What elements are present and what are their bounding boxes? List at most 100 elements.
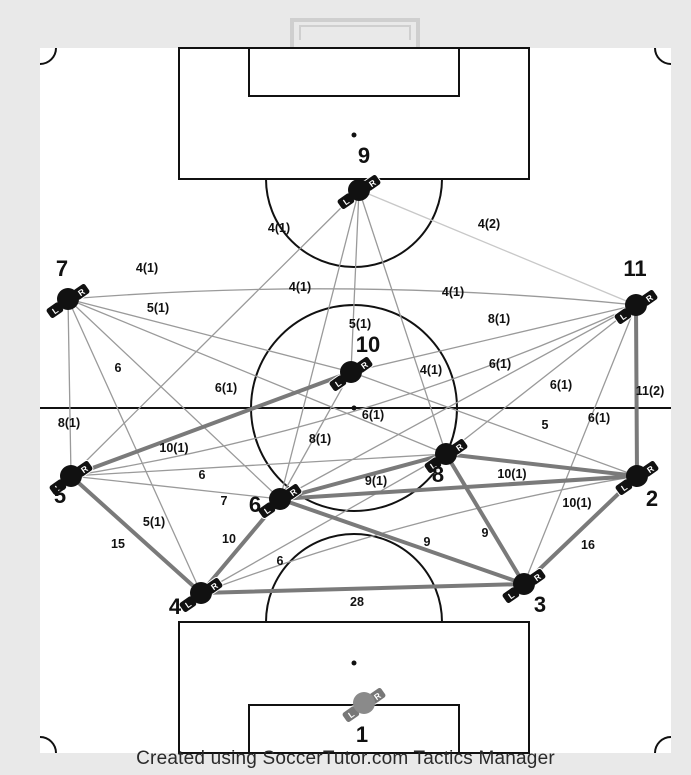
foot-letter-left: L — [619, 482, 629, 493]
foot-letter-right: R — [367, 177, 378, 189]
player-marker — [269, 488, 291, 510]
pass-label-p5-p4: 15 — [111, 537, 125, 551]
player-marker — [626, 465, 648, 487]
pass-line-p9-p8 — [358, 189, 447, 455]
pass-line-p11-p3 — [523, 304, 637, 585]
player-marker — [60, 465, 82, 487]
foot-letter-right: R — [454, 441, 465, 453]
player-number: 7 — [56, 256, 68, 281]
pass-label-p11-p8: 6(1) — [550, 378, 572, 392]
pass-label-p6-p3: 9 — [424, 535, 431, 549]
foot-letter-right: R — [79, 463, 90, 475]
pitch-surface — [40, 48, 671, 753]
pass-line-p8-p2 — [444, 452, 639, 478]
player-6[interactable]: LR6 — [249, 482, 303, 520]
player-5[interactable]: LR5 — [48, 459, 94, 508]
caption: Created using SoccerTutor.com Tactics Ma… — [136, 748, 555, 769]
pass-line-p6-p3 — [278, 497, 526, 586]
player-7[interactable]: LR7 — [45, 256, 91, 320]
pass-line-p9-p6 — [279, 189, 360, 500]
player-number: 3 — [534, 592, 546, 617]
player-number: 9 — [358, 143, 370, 168]
pass-lines — [67, 189, 639, 595]
foot-letter-left: L — [262, 505, 272, 516]
corner-arc-tl — [39, 47, 57, 65]
pass-label-p4-p8: 5(1) — [143, 515, 165, 529]
player-marker — [513, 573, 535, 595]
player-8[interactable]: LR8 — [423, 437, 469, 487]
pass-line-p7-p11 — [67, 288, 637, 306]
pass-label-p9-p8: 4(1) — [420, 363, 442, 377]
center-spot — [351, 405, 357, 411]
pass-label-p4-p6: 10 — [222, 532, 236, 546]
pass-line-p10-p2 — [350, 371, 638, 477]
bottom-penalty-spot — [351, 660, 357, 666]
pass-label-p10-p6: 8(1) — [309, 432, 331, 446]
pass-line-p11-p5 — [70, 304, 637, 477]
foot-letter-right: R — [372, 690, 383, 702]
pass-line-p9-p5 — [70, 189, 360, 477]
player-9[interactable]: LR9 — [336, 143, 382, 211]
player-number: 6 — [249, 492, 261, 517]
foot-letter-left: L — [506, 590, 516, 601]
player-2[interactable]: L R 2 — [614, 459, 660, 511]
bottom-penalty-arc — [265, 533, 443, 623]
pass-line-p11-p6 — [279, 304, 637, 500]
pass-label-p8-p3: 9 — [482, 526, 489, 540]
pass-line-p4-p8 — [200, 453, 447, 594]
pass-label-p11-p5: 4(1) — [442, 285, 464, 299]
player-number: 2 — [646, 486, 658, 511]
foot-letter-left: L — [618, 311, 628, 322]
foot-letter-left: L — [53, 482, 63, 493]
player-number: 1 — [356, 722, 368, 747]
top-penalty-spot — [351, 132, 357, 138]
player-marker — [435, 443, 457, 465]
pass-label-p9-p11: 4(2) — [478, 217, 500, 231]
pass-line-p9-p10 — [350, 189, 360, 373]
pass-label-p9-p10: 5(1) — [349, 317, 371, 331]
pass-label-p6-p2: 10(1) — [562, 496, 591, 510]
pass-label-p5-p10: 10(1) — [159, 441, 188, 455]
pass-line-p11-p8 — [445, 304, 637, 455]
pass-line-p8-p3 — [444, 452, 526, 586]
pass-label-p7-p5: 8(1) — [58, 416, 80, 430]
pass-label-p11-p2: 11(2) — [636, 384, 665, 398]
pass-labels: 4(1)4(2)4(1)4(1)5(1)4(1)4(1)8(1)6(1)6(1)… — [58, 217, 664, 609]
pass-line-p5-p8 — [70, 453, 447, 477]
pass-line-p3-p2 — [522, 474, 639, 586]
player-4[interactable]: LR4 — [169, 576, 224, 619]
foot-letter-left: L — [333, 378, 343, 389]
pass-label-p7-p6: 6(1) — [215, 381, 237, 395]
top-goal — [290, 18, 420, 48]
player-marker — [57, 288, 79, 310]
pass-label-p4-p3: 28 — [350, 595, 364, 609]
pass-line-p7-p10 — [67, 298, 352, 373]
foot-letter-right: R — [645, 463, 656, 475]
player-marker — [353, 692, 375, 714]
pass-line-p4-p2 — [200, 475, 638, 594]
player-number: 11 — [623, 256, 646, 281]
player-3[interactable]: LR3 — [501, 567, 547, 617]
corner-arc-br — [654, 736, 672, 754]
player-1[interactable]: LR1 — [341, 686, 387, 747]
pass-line-p5-p6 — [70, 475, 281, 500]
pass-line-p7-p4 — [67, 298, 202, 594]
pass-label-p11-p10: 8(1) — [488, 312, 510, 326]
pass-label-p9-p5: 4(1) — [268, 221, 290, 235]
pass-line-p5-p4 — [69, 474, 203, 595]
pass-label-p10-p2: 5 — [542, 418, 549, 432]
player-marker — [190, 582, 212, 604]
pass-label-p5-p8: 6 — [199, 468, 206, 482]
corner-arc-tr — [654, 47, 672, 65]
foot-letter-right: R — [209, 580, 220, 592]
pass-line-p10-p6 — [279, 371, 352, 500]
pass-label-p11-p3: 6(1) — [588, 411, 610, 425]
pass-label-p4-p2: 6 — [277, 554, 284, 568]
pass-line-p11-p2 — [634, 303, 639, 478]
pass-label-p9-p6: 4(1) — [289, 280, 311, 294]
pass-label-p7-p10: 5(1) — [147, 301, 169, 315]
pass-line-p6-p2 — [278, 474, 639, 501]
